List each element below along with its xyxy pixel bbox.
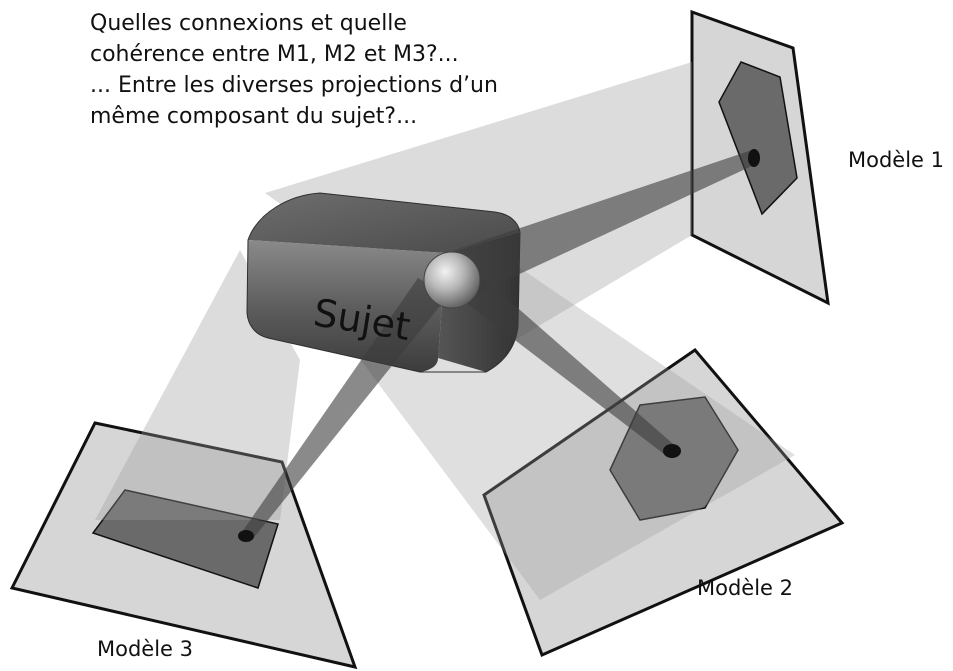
question-line: ... Entre les diverses projections d’un (90, 73, 498, 98)
subject-sphere (423, 251, 481, 309)
model-2-label: Modèle 2 (697, 576, 794, 600)
question-line: cohérence entre M1, M2 et M3?... (90, 42, 459, 67)
model-1-shape (718, 61, 798, 216)
model-1-label: Modèle 1 (848, 148, 945, 172)
question-line: même composant du sujet?... (90, 104, 418, 129)
model-3-label: Modèle 3 (97, 637, 194, 661)
question-text: Quelles connexions et quelle cohérence e… (90, 8, 530, 132)
model-1-point (748, 149, 760, 167)
model-3-shape (91, 489, 279, 589)
question-line: Quelles connexions et quelle (90, 11, 407, 36)
beam-to-model-3 (242, 278, 448, 540)
model-3-point (238, 530, 254, 542)
beam-to-model-1 (440, 150, 754, 298)
beam-to-model-2 (452, 275, 680, 454)
projection-cone-1 (265, 62, 692, 355)
model-2-point (663, 444, 681, 458)
